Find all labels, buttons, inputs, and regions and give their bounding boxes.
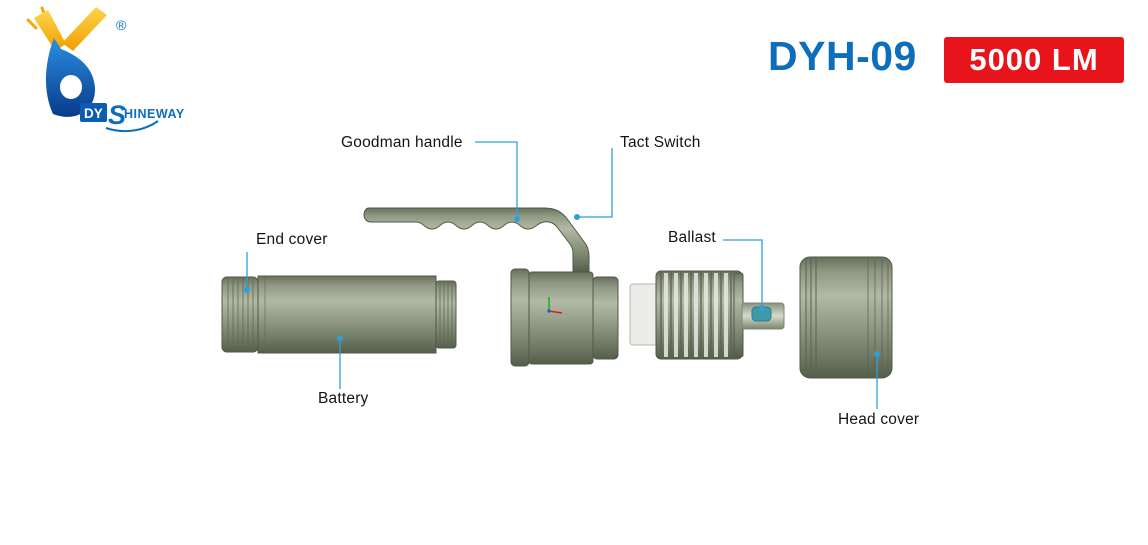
- label-end-cover: End cover: [256, 231, 328, 248]
- label-ballast: Ballast: [668, 229, 716, 246]
- heatsink-fins-dark: [660, 272, 732, 358]
- heatsink-fins-light: [664, 273, 728, 357]
- leader-goodman-handle: [475, 141, 518, 216]
- battery-tube: [257, 275, 437, 354]
- head-cover-body: [799, 256, 893, 379]
- cad-origin-axis-red: [548, 310, 563, 314]
- leader-dot-ballast: [759, 305, 765, 311]
- leader-tact-switch: [579, 148, 613, 218]
- logo-y-left-arm: [34, 10, 66, 51]
- logo-hineway-text: HINEWAY: [124, 107, 185, 121]
- battery-part: [221, 275, 457, 354]
- logo-swoosh: [105, 120, 159, 133]
- label-tact-switch: Tact Switch: [620, 134, 701, 151]
- label-goodman-handle: Goodman handle: [341, 134, 463, 151]
- battery-thread-end: [435, 280, 457, 349]
- leader-ballast: [723, 239, 763, 306]
- logo-dy-text: DY: [84, 106, 103, 121]
- model-number: DYH-09: [768, 33, 917, 79]
- leader-dot-tact-switch: [574, 214, 580, 220]
- registered-trademark-icon: ®: [116, 17, 127, 33]
- head-cover-left-ribs: [805, 258, 817, 377]
- brand-logo: DY S HINEWAY ®: [26, 6, 185, 133]
- lamp-body-flange: [510, 268, 530, 367]
- head-cover-part: [799, 256, 893, 379]
- head-cover-right-ribs: [867, 260, 889, 375]
- leader-dot-goodman-handle: [514, 216, 520, 222]
- logo-s-text: S: [108, 100, 126, 130]
- leader-dot-end-cover: [244, 287, 250, 293]
- lamp-body-part: [363, 207, 619, 367]
- lumens-badge: 5000 LM: [944, 37, 1124, 83]
- logo-y-right-arm: [62, 7, 107, 51]
- leader-dot-head-cover: [874, 351, 880, 357]
- label-head-cover: Head cover: [838, 411, 920, 428]
- lamp-body-main: [528, 271, 594, 365]
- logo-d-counter: [60, 75, 82, 99]
- battery-thread-ribs: [439, 282, 453, 347]
- label-battery: Battery: [318, 390, 369, 407]
- cad-origin-point: [547, 309, 551, 313]
- finned-heatsink: [655, 270, 743, 360]
- goodman-handle-part: [363, 207, 590, 273]
- logo-dy-ribbon: [80, 103, 107, 122]
- ballast-assembly-part: [629, 270, 785, 360]
- battery-end-cap-ribs: [227, 278, 254, 351]
- lamp-body-step: [592, 276, 619, 360]
- callout-leaders: [244, 141, 880, 409]
- leader-dot-battery: [337, 335, 343, 341]
